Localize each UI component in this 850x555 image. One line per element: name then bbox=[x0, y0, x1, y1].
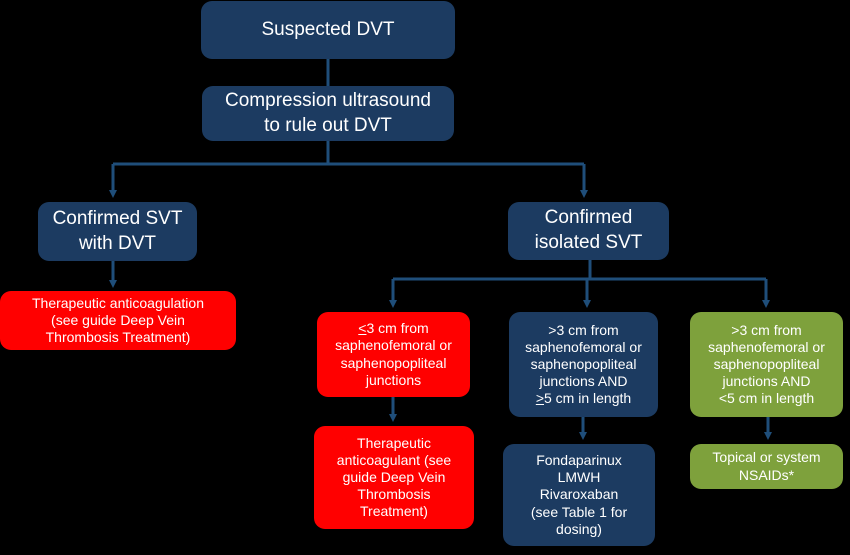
gt3cm-ge5cm-line2: 5 cm in length bbox=[544, 390, 632, 407]
node-fondaparinux-lmwh-rivaroxaban: Fondaparinux LMWH Rivaroxaban (see Table… bbox=[503, 444, 655, 546]
node-confirmed-svt-with-dvt: Confirmed SVT with DVT bbox=[38, 202, 197, 261]
node-therapeutic-anticoagulation-label: Therapeutic anticoagulation (see guide D… bbox=[31, 294, 204, 346]
node-le3cm-from-junctions: <3 cm from saphenofemoral or saphenopopl… bbox=[317, 312, 470, 397]
node-nsaids-label: Topical or system NSAIDs* bbox=[712, 449, 821, 483]
node-compression-ultrasound-label: Compression ultrasound to rule out DVT bbox=[225, 89, 431, 136]
node-compression-ultrasound: Compression ultrasound to rule out DVT bbox=[202, 86, 454, 141]
gt3cm-ge5cm-symbol: > bbox=[535, 390, 544, 407]
node-gt3cm-lt5cm-label: >3 cm from saphenofemoral or saphenopopl… bbox=[708, 321, 825, 407]
gt3cm-ge5cm-line1: >3 cm from saphenofemoral or saphenopopl… bbox=[525, 321, 642, 390]
node-nsaids: Topical or system NSAIDs* bbox=[690, 444, 843, 489]
le3cm-text: 3 cm from saphenofemoral or saphenopopli… bbox=[335, 320, 452, 388]
node-gt3cm-ge5cm-label: >3 cm from saphenofemoral or saphenopopl… bbox=[525, 322, 642, 407]
node-therapeutic-anticoagulant-label: Therapeutic anticoagulant (see guide Dee… bbox=[336, 434, 452, 520]
node-confirmed-isolated-svt-label: Confirmed isolated SVT bbox=[534, 207, 643, 253]
le3cm-symbol: < bbox=[358, 320, 367, 337]
node-suspected-dvt: Suspected DVT bbox=[201, 1, 455, 59]
node-confirmed-svt-with-dvt-label: Confirmed SVT with DVT bbox=[52, 207, 183, 254]
node-therapeutic-anticoagulant: Therapeutic anticoagulant (see guide Dee… bbox=[314, 426, 474, 529]
node-gt3cm-lt5cm: >3 cm from saphenofemoral or saphenopopl… bbox=[690, 312, 843, 417]
node-fondaparinux-label: Fondaparinux LMWH Rivaroxaban (see Table… bbox=[530, 452, 628, 537]
node-suspected-dvt-label: Suspected DVT bbox=[261, 18, 395, 40]
node-therapeutic-anticoagulation: Therapeutic anticoagulation (see guide D… bbox=[0, 291, 236, 350]
node-le3cm-label: <3 cm from saphenofemoral or saphenopopl… bbox=[335, 320, 452, 388]
node-gt3cm-ge5cm: >3 cm from saphenofemoral or saphenopopl… bbox=[509, 312, 658, 417]
node-confirmed-isolated-svt: Confirmed isolated SVT bbox=[508, 202, 669, 260]
